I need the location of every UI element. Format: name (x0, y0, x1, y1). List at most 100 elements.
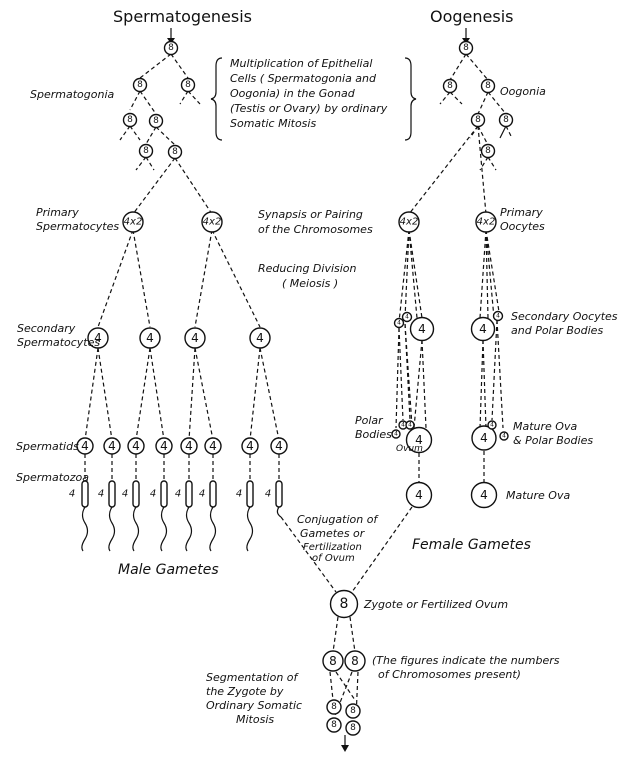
svg-text:Oogonia) in the Gonad: Oogonia) in the Gonad (230, 87, 356, 100)
svg-text:8: 8 (340, 596, 349, 612)
secondary-cells: 4 4 4 4 4 4 4 4 4 (87, 310, 504, 349)
spermatids-label: Spermatids (16, 440, 79, 453)
svg-text:4: 4 (479, 322, 487, 336)
svg-text:4: 4 (490, 422, 494, 429)
svg-text:4: 4 (408, 422, 412, 429)
fertilization-lines (280, 506, 413, 593)
left-brace (210, 57, 223, 141)
svg-text:8: 8 (503, 115, 509, 125)
spermatid-lines (84, 454, 280, 481)
svg-text:8: 8 (168, 43, 174, 53)
svg-text:4: 4 (132, 439, 140, 453)
conjugation-label: Conjugation of Gametes or Fertilization … (297, 513, 379, 564)
svg-text:Primary: Primary (500, 206, 543, 219)
svg-text:( Meiosis ): ( Meiosis ) (282, 277, 338, 290)
synapsis-label: Synapsis or Pairing of the Chromosomes (258, 208, 373, 236)
svg-text:4: 4 (246, 439, 254, 453)
svg-text:Gametes or: Gametes or (300, 527, 366, 540)
svg-text:8: 8 (475, 115, 481, 125)
svg-text:of Ovum: of Ovum (312, 553, 355, 564)
final-ova-cells: 4 4 (405, 481, 498, 509)
sperm-8 (275, 480, 283, 518)
mature-ova-label: Mature Ova (506, 489, 570, 502)
svg-text:4: 4 (209, 439, 217, 453)
svg-text:Segmentation of: Segmentation of (206, 671, 300, 684)
svg-text:4x2: 4x2 (124, 217, 143, 228)
svg-text:8: 8 (351, 654, 359, 668)
svg-text:8: 8 (185, 80, 191, 90)
svg-text:Mitosis: Mitosis (236, 713, 274, 726)
svg-text:& Polar Bodies: & Polar Bodies (513, 434, 593, 447)
segmentation-label: Segmentation of the Zygote by Ordinary S… (206, 671, 302, 726)
svg-text:Synapsis or Pairing: Synapsis or Pairing (258, 208, 363, 221)
oogonia-cells: 8 8 8 8 8 8 (442, 40, 514, 159)
spermatogonia-cells: 8 8 8 8 8 8 8 (122, 40, 196, 160)
svg-text:8: 8 (485, 81, 491, 91)
svg-text:Secondary: Secondary (17, 322, 76, 335)
secondary-to-spermatid-lines (84, 347, 280, 441)
oogonia-label: Oogonia (500, 85, 546, 98)
svg-text:8: 8 (350, 706, 356, 716)
mature-ova-cells: 4 4 4 4 4 4 4 (391, 420, 509, 454)
sperm-4 (160, 480, 168, 552)
svg-text:4x2: 4x2 (203, 217, 222, 228)
svg-text:4: 4 (98, 489, 104, 500)
svg-text:Somatic Mitosis: Somatic Mitosis (230, 117, 316, 130)
svg-text:4: 4 (185, 439, 193, 453)
svg-text:4x2: 4x2 (400, 217, 419, 228)
sperm-1 (81, 480, 89, 552)
svg-text:4: 4 (256, 331, 264, 345)
svg-text:4: 4 (160, 439, 168, 453)
bottom-arrow (341, 735, 349, 752)
svg-text:(Testis or Ovary) by ordinary: (Testis or Ovary) by ordinary (230, 102, 388, 115)
svg-text:Cells ( Spermatogonia and: Cells ( Spermatogonia and (230, 72, 377, 85)
svg-text:4: 4 (146, 331, 154, 345)
svg-text:8: 8 (485, 146, 491, 156)
oogonia-lines (408, 53, 513, 215)
svg-text:4: 4 (108, 439, 116, 453)
svg-text:4: 4 (405, 314, 409, 321)
svg-text:4: 4 (397, 320, 401, 327)
svg-text:of the Chromosomes: of the Chromosomes (258, 223, 373, 236)
svg-text:8: 8 (463, 43, 469, 53)
spermatogonia-lines (119, 53, 213, 215)
svg-text:the Zygote by: the Zygote by (206, 685, 284, 698)
svg-text:8: 8 (447, 81, 453, 91)
svg-text:Spermatocytes: Spermatocytes (17, 336, 100, 349)
svg-text:4: 4 (191, 331, 199, 345)
spermatid-cells: 4 4 4 4 4 4 4 4 (76, 437, 288, 455)
svg-text:4: 4 (502, 433, 506, 440)
right-brace (404, 57, 417, 141)
svg-text:4: 4 (69, 489, 75, 500)
oogenesis-header: Oogenesis (430, 7, 513, 26)
svg-text:4: 4 (401, 422, 405, 429)
svg-text:4: 4 (415, 433, 423, 447)
secondary-oocyte-lines (395, 319, 504, 429)
svg-text:4: 4 (236, 489, 242, 500)
svg-text:and Polar Bodies: and Polar Bodies (511, 324, 603, 337)
ova-descend-lines (418, 451, 485, 482)
svg-text:4: 4 (496, 313, 500, 320)
reducing-division-label: Reducing Division ( Meiosis ) (258, 262, 357, 290)
spermatogenesis-header: Spermatogenesis (113, 7, 252, 26)
spermatozoa-label: Spermatozoa (16, 471, 89, 484)
svg-text:4x2: 4x2 (477, 217, 496, 228)
primary-oocytes-label: Primary Oocytes (500, 206, 545, 233)
svg-text:4: 4 (480, 488, 488, 502)
ovum-label: Ovum (396, 444, 423, 454)
svg-text:Fertilization: Fertilization (303, 542, 362, 553)
svg-text:4: 4 (418, 322, 426, 336)
multiplication-label: Multiplication of Epithelial Cells ( Spe… (230, 57, 388, 130)
svg-text:4: 4 (175, 489, 181, 500)
svg-text:Bodies: Bodies (355, 428, 392, 441)
svg-text:Reducing Division: Reducing Division (258, 262, 357, 275)
sperm-6 (209, 480, 217, 552)
mature-ova-polar-label: Mature Ova & Polar Bodies (513, 420, 593, 447)
svg-text:8: 8 (143, 146, 149, 156)
svg-text:8: 8 (137, 80, 143, 90)
svg-text:Conjugation of: Conjugation of (297, 513, 379, 526)
zygote-label: Zygote or Fertilized Ovum (363, 598, 508, 611)
female-gametes-label: Female Gametes (412, 537, 531, 553)
